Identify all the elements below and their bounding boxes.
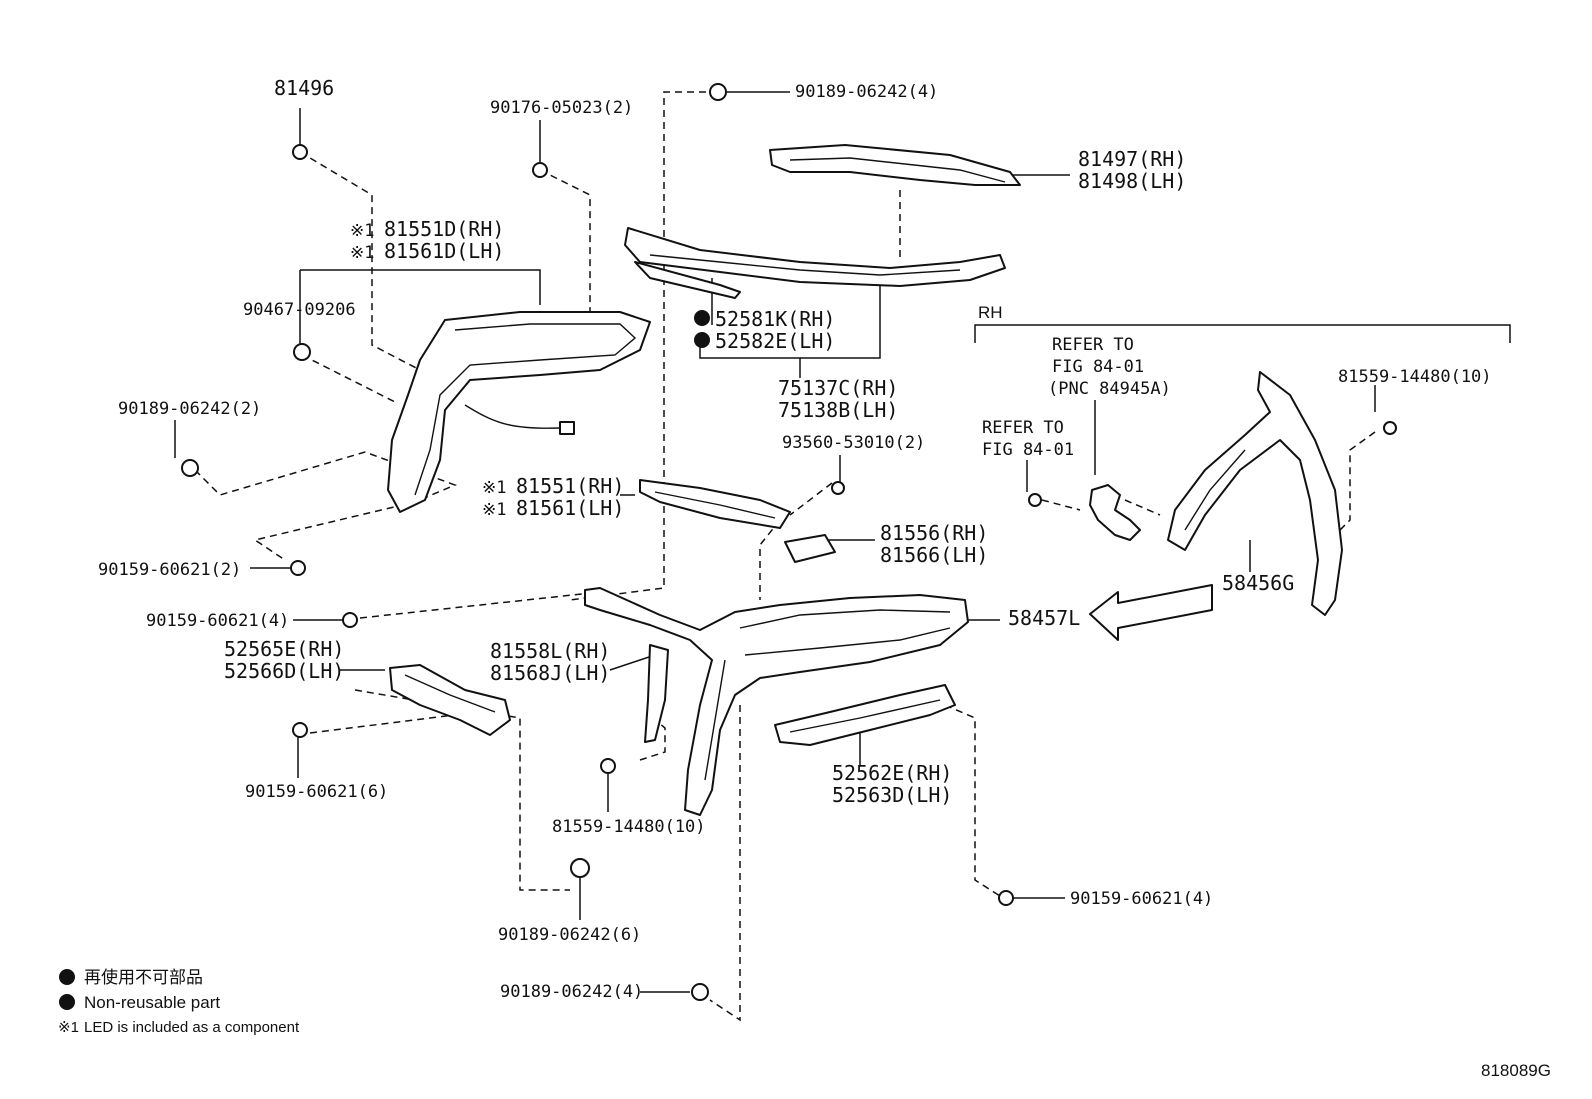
label-refer1-l3: (PNC 84945A) [1048, 379, 1171, 399]
label-refer2-l1: REFER TO [982, 418, 1064, 438]
clip-90189-left [181, 459, 199, 477]
legend-line2: Non-reusable part [84, 993, 220, 1012]
drl-lamp-81551d [387, 311, 651, 513]
clip-81496 [292, 144, 308, 160]
legend-line1: 再使用不可部品 [84, 967, 203, 987]
label-rh: RH [978, 303, 1003, 322]
screw-81559-a [600, 758, 616, 774]
label-refer1-l1: REFER TO [1052, 335, 1134, 355]
figure-id: 818089G [1481, 1061, 1551, 1080]
seal-52581k [634, 261, 741, 299]
label-90189-4b: 90189-06242(4) [500, 982, 643, 1002]
bracket-81556 [784, 534, 836, 563]
solid-leaders [174, 91, 1511, 993]
clip-90189-6 [570, 858, 590, 878]
retainer-52562e [774, 684, 956, 746]
screw-90159-2 [290, 560, 306, 576]
harness-connector [1089, 484, 1141, 541]
label-52581k: 52581K(RH) [715, 307, 835, 331]
legend-line3: LED is included as a component [84, 1019, 300, 1036]
bezel-58457l [584, 587, 969, 816]
legend-line3-mark: ※1 [58, 1019, 79, 1036]
label-81559-b: 81559-14480(10) [1338, 367, 1492, 387]
clip-90176 [532, 162, 548, 178]
clip-90189-4b [691, 983, 709, 1001]
label-81498: 81498(LH) [1078, 169, 1186, 193]
screw-90159-6 [292, 722, 308, 738]
label-81561-mark: ※1 [482, 500, 506, 520]
garnish-strip-75137c [624, 227, 1006, 287]
label-81497: 81497(RH) [1078, 147, 1186, 171]
part-labels: 81496 90176-05023(2) 90189-06242(4) 8149… [98, 76, 1492, 1002]
label-75137c: 75137C(RH) [778, 376, 898, 400]
label-93560: 93560-53010(2) [782, 433, 925, 453]
label-75138b: 75138B(LH) [778, 398, 898, 422]
screw-90159-4b [998, 890, 1014, 906]
screw-81559-b [1383, 421, 1397, 435]
label-81551d: 81551D(RH) [384, 217, 504, 241]
screw-90159-4a [342, 612, 358, 628]
label-90159-6: 90159-60621(6) [245, 782, 388, 802]
label-90176: 90176-05023(2) [490, 98, 633, 118]
label-81559-a: 81559-14480(10) [552, 817, 706, 837]
label-81551: 81551(RH) [516, 474, 624, 498]
label-81551-mark: ※1 [482, 478, 506, 498]
label-90159-2: 90159-60621(2) [98, 560, 241, 580]
label-81561d: 81561D(LH) [384, 239, 504, 263]
label-90159-4a: 90159-60621(4) [146, 611, 289, 631]
label-81561d-mark: ※1 [350, 243, 374, 263]
clip-90467 [293, 343, 311, 361]
screw-refer2 [1028, 493, 1042, 507]
label-81568j: 81568J(LH) [490, 661, 610, 685]
retainer-52565e [389, 664, 511, 736]
label-81561: 81561(LH) [516, 496, 624, 520]
label-90189-left: 90189-06242(2) [118, 399, 261, 419]
label-90189-6: 90189-06242(6) [498, 925, 641, 945]
label-90467: 90467-09206 [243, 300, 356, 320]
garnish-upper-81497 [769, 144, 1021, 186]
label-52565e: 52565E(RH) [224, 637, 344, 661]
label-81566: 81566(LH) [880, 543, 988, 567]
bezel-rh-58456g [1167, 371, 1343, 616]
label-81558l: 81558L(RH) [490, 639, 610, 663]
label-refer2-l2: FIG 84-01 [982, 440, 1074, 460]
label-52562e: 52562E(RH) [832, 761, 952, 785]
label-52582e: 52582E(LH) [715, 329, 835, 353]
label-52566d: 52566D(LH) [224, 659, 344, 683]
label-58456g: 58456G [1222, 571, 1294, 595]
label-81551d-mark: ※1 [350, 221, 374, 241]
clip-90189-top [709, 83, 727, 101]
label-81496: 81496 [274, 76, 334, 100]
part-shapes [59, 83, 1397, 1010]
label-58457l: 58457L [1008, 606, 1080, 630]
label-90189-top: 90189-06242(4) [795, 82, 938, 102]
label-90159-4b: 90159-60621(4) [1070, 889, 1213, 909]
direction-arrow [1089, 584, 1213, 641]
label-52563d: 52563D(LH) [832, 783, 952, 807]
label-81556: 81556(RH) [880, 521, 988, 545]
screw-93560 [831, 481, 845, 495]
bracket-81558l [644, 644, 669, 743]
legend: 再使用不可部品 Non-reusable part ※1 LED is incl… [58, 967, 300, 1036]
label-refer1-l2: FIG 84-01 [1052, 357, 1144, 377]
